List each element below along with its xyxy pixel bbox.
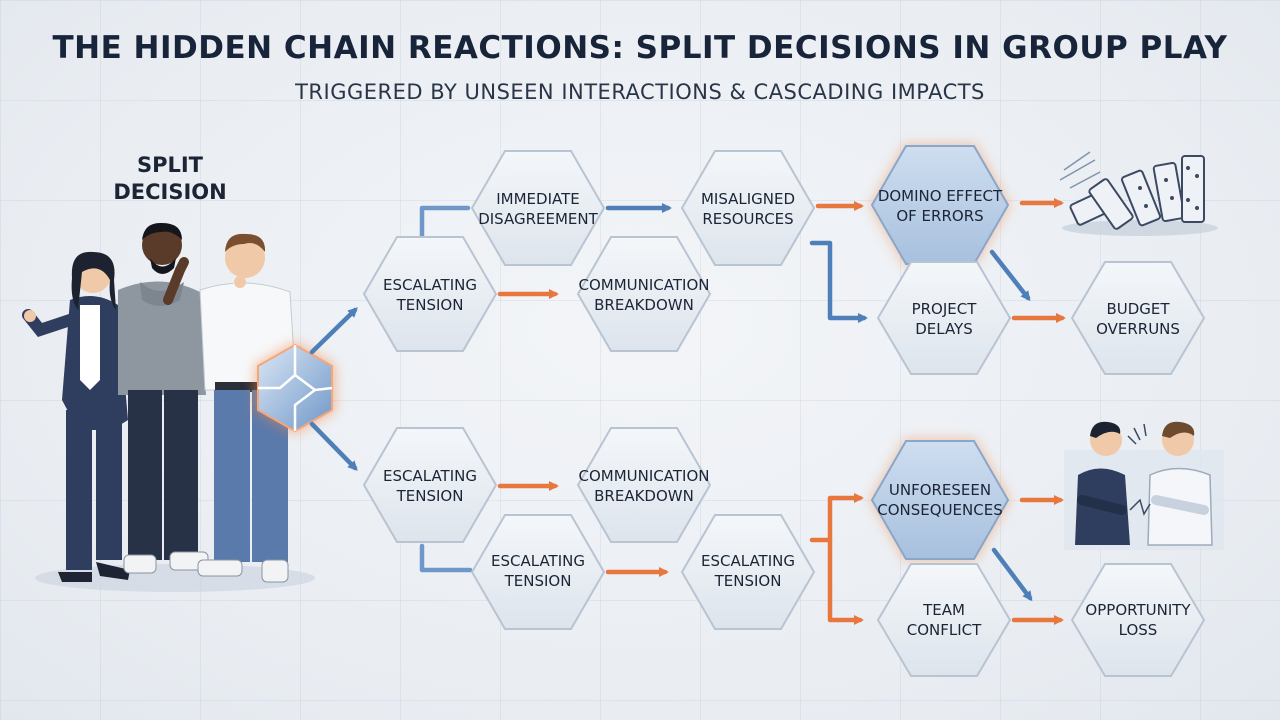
page-subtitle: TRIGGERED BY UNSEEN INTERACTIONS & CASCA… — [295, 80, 985, 104]
hoodie-man-figure — [118, 222, 209, 574]
node-bottom-escalating3: ESCALATING TENSION — [680, 514, 816, 630]
split-decision-label-line2: DECISION — [113, 180, 227, 204]
node-bottom-communication-line2: BREAKDOWN — [594, 487, 694, 505]
woman-figure — [22, 251, 130, 582]
arrow-domino-to-budget — [989, 249, 1031, 302]
node-bottom-escalating-line1: ESCALATING — [383, 467, 477, 485]
node-bottom-opportunity-line2: LOSS — [1119, 621, 1158, 639]
node-top-domino-line1: DOMINO EFFECT — [878, 187, 1003, 205]
node-bottom-conflict-line1: TEAM — [922, 601, 965, 619]
node-top-delays-line1: PROJECT — [912, 300, 978, 318]
connectors — [309, 198, 1066, 625]
node-bottom-unforeseen: UNFORESEEN CONSEQUENCES — [870, 439, 1010, 561]
node-top-budget: BUDGET OVERRUNS — [1070, 261, 1206, 375]
node-bottom-escalating2-line2: TENSION — [504, 572, 572, 590]
node-top-escalating-line1: ESCALATING — [383, 276, 477, 294]
node-top-communication: COMMUNICATION BREAKDOWN — [576, 236, 712, 352]
arrow-unforeseen-to-opportunity — [991, 547, 1033, 602]
node-top-escalating: ESCALATING TENSION — [362, 236, 498, 352]
node-bottom-escalating2: ESCALATING TENSION — [470, 514, 606, 630]
node-top-budget-line1: BUDGET — [1106, 300, 1170, 318]
node-bottom-escalating2-line1: ESCALATING — [491, 552, 585, 570]
node-bottom-escalating3-line2: TENSION — [714, 572, 782, 590]
node-bottom-escalating-line2: TENSION — [396, 487, 464, 505]
arrow-resources-to-delays — [809, 240, 868, 323]
split-decision-node-icon — [255, 342, 335, 434]
node-bottom-unforeseen-line2: CONSEQUENCES — [877, 501, 1002, 519]
node-top-disagreement-line1: IMMEDIATE — [496, 190, 580, 208]
node-top-resources-line2: RESOURCES — [702, 210, 793, 228]
node-bottom-escalating3-line1: ESCALATING — [701, 552, 795, 570]
arrow-center-to-bottom — [309, 421, 358, 471]
arrow-btension-to-bescalating2 — [419, 543, 473, 573]
node-top-delays-line2: DELAYS — [915, 320, 973, 338]
node-bottom-opportunity-line1: OPPORTUNITY — [1085, 601, 1191, 619]
arrow-center-to-top — [309, 307, 358, 355]
node-top-resources-line1: MISALIGNED — [701, 190, 795, 208]
arrow-bescalating3-to-conflict — [827, 537, 864, 625]
node-top-escalating-line2: TENSION — [396, 296, 464, 314]
arguing-people-icon — [1064, 421, 1224, 550]
node-top-domino: DOMINO EFFECT OF ERRORS — [870, 144, 1010, 266]
node-top-resources: MISALIGNED RESOURCES — [680, 150, 816, 266]
node-top-domino-line2: OF ERRORS — [896, 207, 983, 225]
node-top-communication-line1: COMMUNICATION — [579, 276, 710, 294]
node-bottom-communication: COMMUNICATION BREAKDOWN — [576, 427, 712, 543]
node-bottom-communication-line1: COMMUNICATION — [579, 467, 710, 485]
node-top-disagreement: IMMEDIATE DISAGREEMENT — [470, 150, 606, 266]
page-title: THE HIDDEN CHAIN REACTIONS: SPLIT DECISI… — [52, 30, 1228, 66]
split-decision-label-line1: SPLIT — [136, 153, 204, 177]
node-top-communication-line2: BREAKDOWN — [594, 296, 694, 314]
node-bottom-conflict-line2: CONFLICT — [907, 621, 982, 639]
split-decision-label: SPLIT DECISION — [100, 152, 240, 206]
node-bottom-escalating: ESCALATING TENSION — [362, 427, 498, 543]
node-top-budget-line2: OVERRUNS — [1096, 320, 1180, 338]
arrow-bescalating3-to-unforeseen — [809, 493, 864, 543]
node-top-delays: PROJECT DELAYS — [876, 261, 1012, 375]
falling-dominoes-icon — [1059, 151, 1218, 236]
node-bottom-conflict: TEAM CONFLICT — [876, 563, 1012, 677]
node-bottom-opportunity: OPPORTUNITY LOSS — [1070, 563, 1206, 677]
arrow-tension-to-disagreement — [419, 205, 471, 245]
node-bottom-unforeseen-line1: UNFORESEEN — [889, 481, 991, 499]
node-top-disagreement-line2: DISAGREEMENT — [478, 210, 598, 228]
